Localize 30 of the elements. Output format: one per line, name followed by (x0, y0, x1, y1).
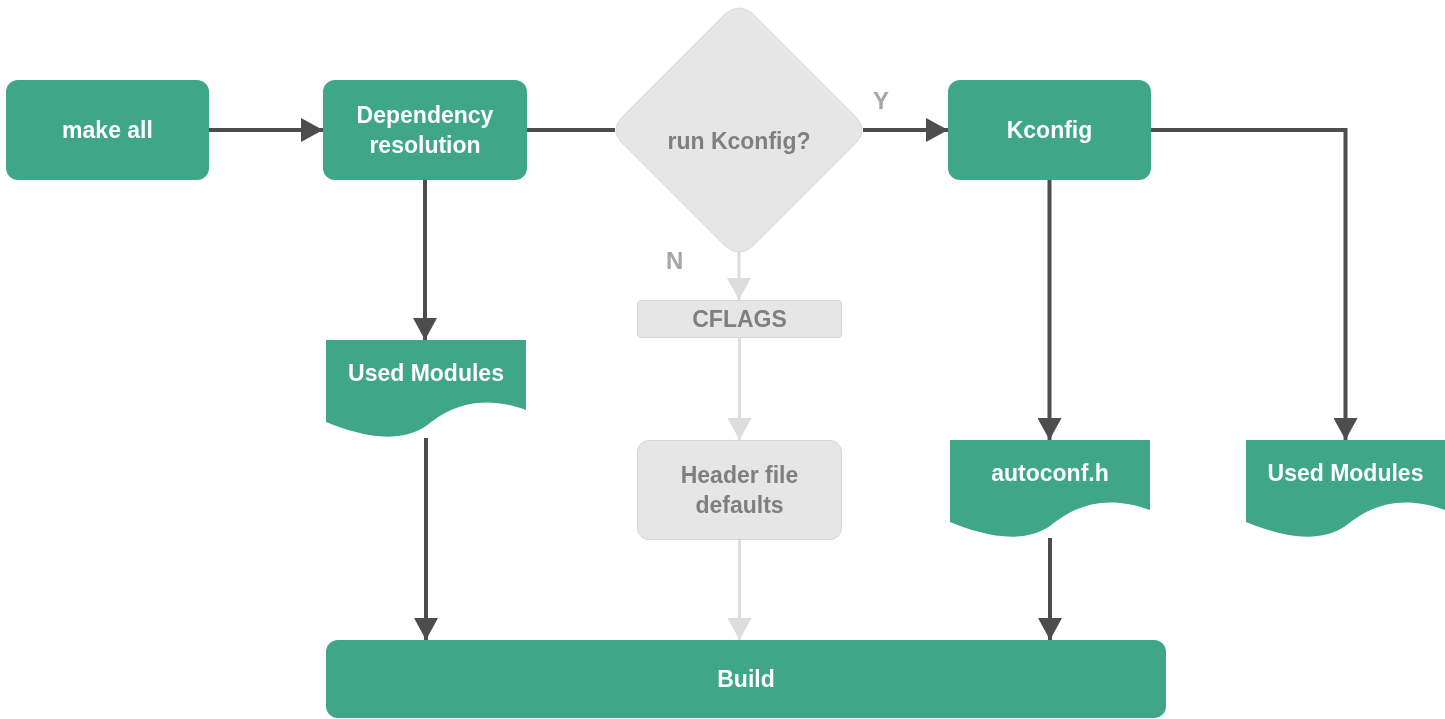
arrow (727, 338, 752, 440)
arrow (863, 118, 948, 142)
arrow (1038, 538, 1062, 640)
arrow (209, 118, 323, 142)
node-label: autoconf.h (991, 459, 1109, 488)
arrow (413, 180, 437, 340)
arrow (727, 540, 752, 640)
node-label: run Kconfig? (667, 127, 811, 156)
node-label: Kconfig (1006, 116, 1093, 145)
node-label: Used Modules (1267, 459, 1424, 488)
node-label: Dependency resolution (355, 101, 495, 160)
arrow (1037, 180, 1062, 440)
document-shape (950, 440, 1150, 540)
process-box (948, 80, 1151, 180)
document-shape (1246, 440, 1445, 540)
node-label: Used Modules (348, 359, 504, 388)
node-label: Header file defaults (679, 461, 800, 520)
node-label: Build (717, 665, 775, 694)
document-shape (326, 340, 526, 440)
arrow (1151, 128, 1358, 440)
process-box (6, 80, 209, 180)
process-box (637, 300, 842, 338)
process-box (326, 640, 1166, 718)
node-label: make all (62, 116, 153, 145)
arrow (414, 438, 438, 640)
decision-diamond (615, 8, 863, 252)
arrow (727, 252, 751, 300)
node-label: CFLAGS (692, 305, 787, 334)
process-box (637, 440, 842, 540)
process-box (323, 80, 527, 180)
